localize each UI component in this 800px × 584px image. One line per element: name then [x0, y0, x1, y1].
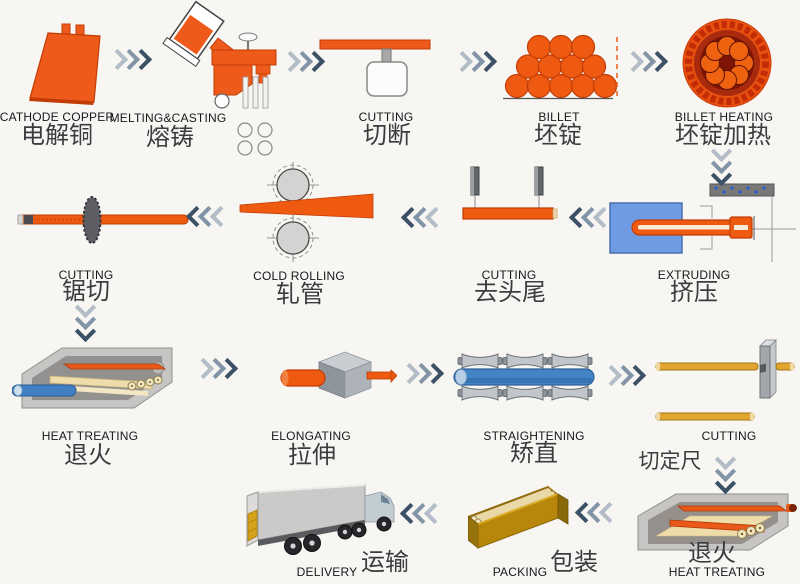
cutting-1-label-zh: 切断	[363, 123, 411, 149]
cold-rolling-label-zh: 轧管	[276, 282, 324, 308]
cathode-copper-label-en: CATHODE COPPER	[0, 110, 115, 124]
packing-label-zh: 包装	[550, 550, 598, 576]
chevron-left-arrow	[574, 501, 621, 524]
chevron-left-arrow	[568, 206, 615, 229]
copper-plate-icon	[10, 12, 106, 108]
cutting-4-label-en: CUTTING	[701, 429, 757, 443]
melting-casting-icon	[148, 0, 278, 158]
billet-heating-label-zh: 坯锭加热	[675, 123, 771, 149]
chevron-right-arrow	[398, 362, 445, 385]
chevron-right-arrow	[106, 48, 153, 71]
chevron-down-arrow	[74, 296, 97, 343]
chevron-right-arrow	[192, 357, 239, 380]
packing-label-en: PACKING	[492, 565, 548, 579]
saw-cutting-icon	[12, 194, 192, 246]
extruding-label-en: EXTRUDING	[657, 268, 731, 282]
chevron-right-arrow	[279, 50, 326, 73]
chevron-down-arrow	[710, 140, 733, 187]
chevron-right-arrow	[622, 50, 669, 73]
chevron-left-arrow	[400, 206, 447, 229]
annealing-furnace-icon	[12, 340, 180, 414]
cold-rolling-label-en: COLD ROLLING	[253, 269, 345, 283]
billet-heating-label-en: BILLET HEATING	[674, 110, 774, 124]
rolling-mill-icon	[238, 162, 380, 262]
cutting-press-icon	[318, 36, 433, 98]
heat-treating-1-label-en: HEAT TREATING	[41, 429, 139, 443]
straightening-label-en: STRAIGHTENING	[483, 429, 585, 443]
delivery-label-zh: 运输	[361, 550, 409, 576]
extruding-label-zh: 挤压	[670, 280, 718, 306]
heat-treating-2-label-zh: 退火	[688, 541, 736, 567]
billet-heating-furnace-icon	[679, 18, 775, 110]
packing-box-icon	[468, 478, 570, 564]
chevron-left-arrow	[185, 205, 232, 228]
straightening-label-zh: 矫直	[510, 441, 558, 467]
billet-label-zh: 坯锭	[534, 123, 582, 149]
cutting-2-label-en: CUTTING	[481, 268, 537, 282]
elongating-label-en: ELONGATING	[271, 429, 351, 443]
cutting-1-label-en: CUTTING	[358, 110, 414, 124]
melting-casting-label-en: MELTING&CASTING	[109, 111, 227, 125]
annealing-furnace-icon	[630, 486, 798, 556]
chevron-right-arrow	[600, 364, 647, 387]
cutting-3-label-en: CUTTING	[58, 268, 114, 282]
cathode-copper-label-zh: 电解铜	[21, 123, 93, 149]
billet-label-en: BILLET	[538, 110, 580, 124]
drawing-die-icon	[275, 346, 397, 406]
straightening-rollers-icon	[448, 350, 603, 402]
elongating-label-zh: 拉伸	[288, 443, 336, 469]
length-cutting-icon	[650, 336, 800, 428]
delivery-truck-icon	[238, 466, 426, 564]
chevron-left-arrow	[399, 502, 446, 525]
extruder-icon	[602, 176, 798, 270]
heat-treating-1-label-zh: 退火	[64, 443, 112, 469]
delivery-label-en: DELIVERY	[296, 565, 358, 579]
cutting-2-label-zh: 去头尾	[474, 280, 546, 306]
billet-stack-icon	[503, 33, 621, 103]
cutting-4-label-zh: 切定尺	[638, 449, 702, 473]
chevron-right-arrow	[451, 50, 498, 73]
end-cutting-icon	[460, 165, 560, 223]
heat-treating-2-label-en: HEAT TREATING	[668, 565, 766, 579]
melting-casting-label-zh: 熔铸	[146, 125, 194, 151]
chevron-down-arrow	[714, 448, 737, 495]
cutting-3-label-zh: 锯切	[62, 279, 110, 305]
